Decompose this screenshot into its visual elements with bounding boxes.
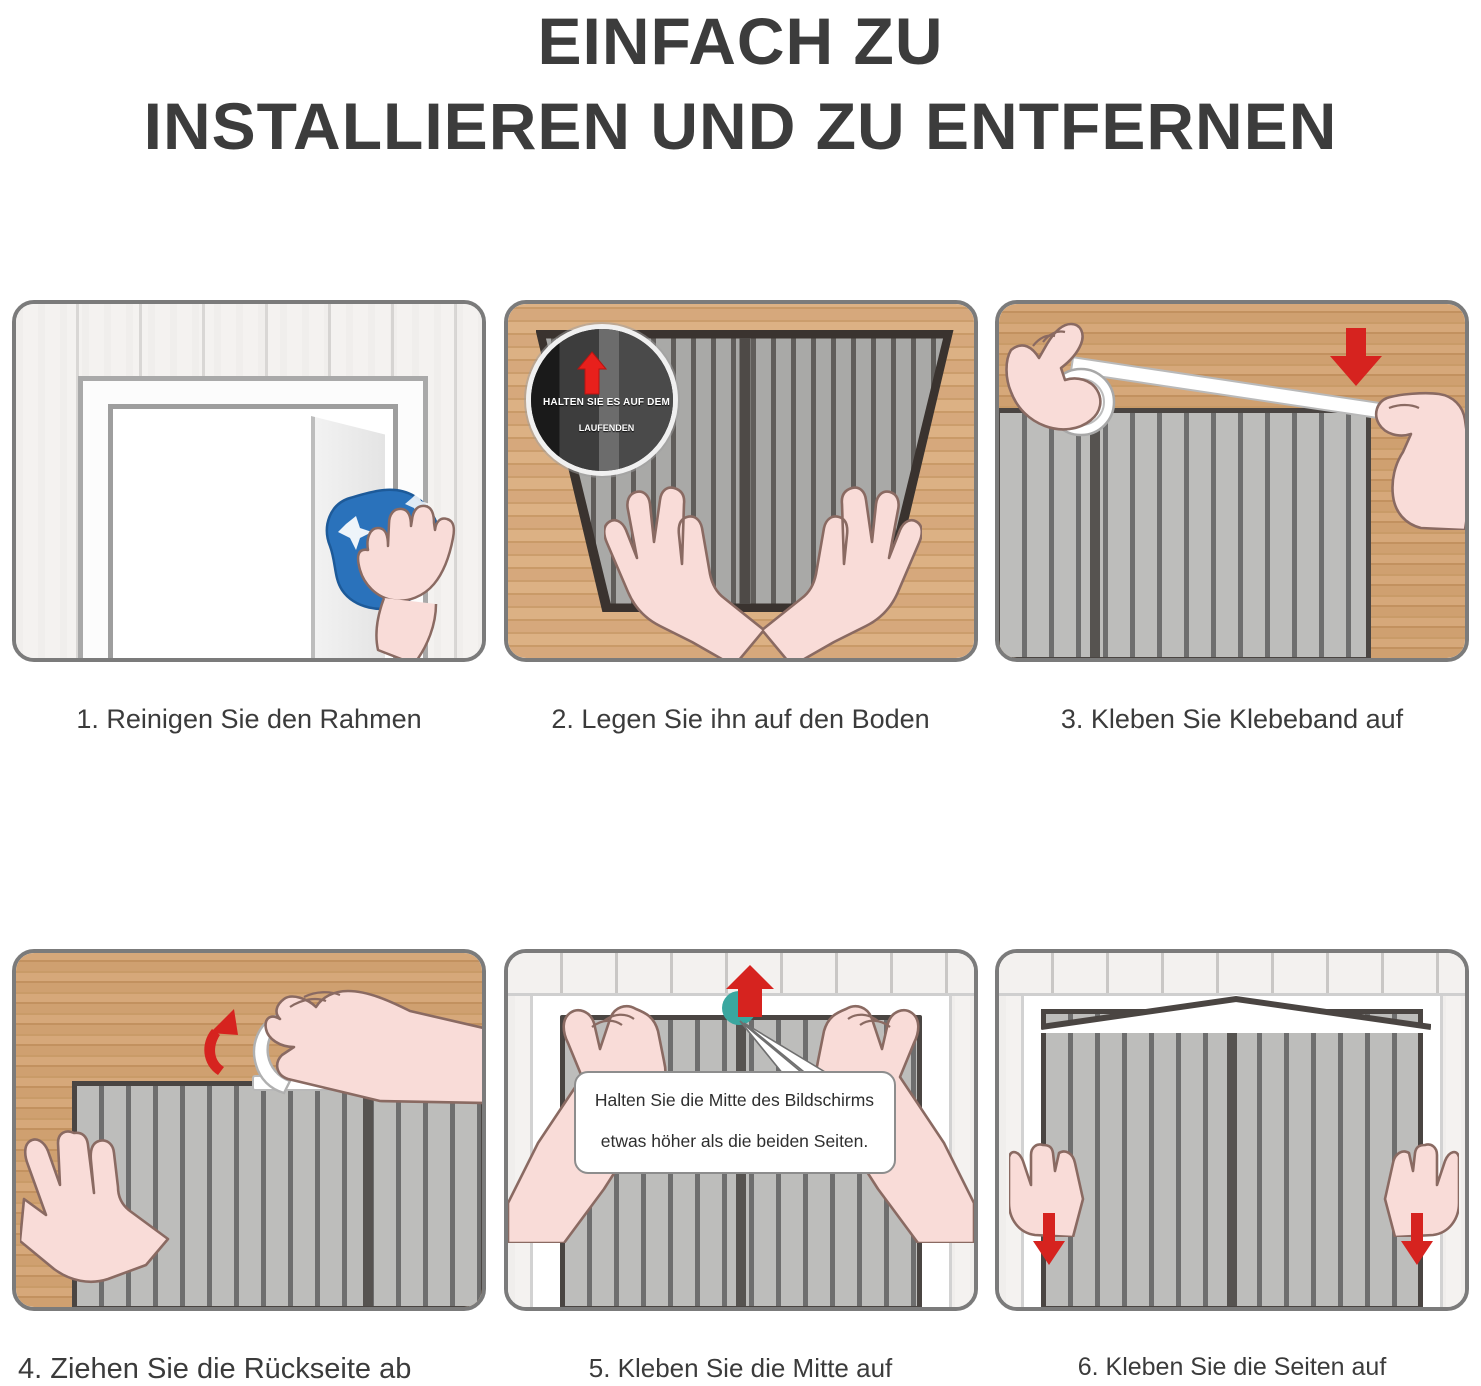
step-2: HALTEN SIE ES AUF DEM LAUFENDEN 2. Legen… [503,300,978,735]
step-1: 1. Reinigen Sie den Rahmen [12,300,486,735]
step-6-caption: 6. Kleben Sie die Seiten auf [1077,1353,1387,1381]
inset-text-line-2: LAUFENDEN [578,423,635,433]
red-down-arrow-icon [1330,328,1382,386]
step-5-illustration: Halten Sie die Mitte des Bildschirms etw… [503,949,978,1311]
screen-top-peak [1041,995,1431,1033]
red-up-arrow-icon [725,965,774,1017]
callout-line-1: Halten Sie die Mitte des Bildschirms [594,1090,875,1110]
screen-center-seam [1090,413,1101,657]
step-1-illustration [12,300,486,662]
screen-curtain [999,408,1371,658]
screen-curtain [1041,1009,1423,1307]
step-4: 4. Ziehen Sie die Rückseite ab [12,949,486,1386]
screen-center-seam [1227,1014,1237,1306]
title-line-1: EINFACH ZU [537,4,944,78]
red-down-arrow-icon [1401,1213,1433,1265]
inset-text-line-1: HALTEN SIE ES AUF DEM [543,397,670,408]
step-3-illustration [995,300,1469,662]
step-3-caption: 3. Kleben Sie Klebeband auf [1060,704,1404,734]
step-6-illustration [995,949,1469,1311]
hand-icon [1383,1143,1459,1237]
red-up-arrow-icon [576,351,607,395]
red-down-arrow-icon [1033,1213,1065,1265]
wall-planks-top-strip [999,953,1465,996]
screen-center-seam [739,338,750,604]
step-1-caption: 1. Reinigen Sie den Rahmen [76,704,422,734]
step-5: Halten Sie die Mitte des Bildschirms etw… [503,949,978,1386]
screen-curtain [72,1081,482,1307]
blue-cloth-icon [325,488,456,658]
hand-icon [20,1130,170,1283]
steps-grid: 1. Reinigen Sie den Rahmen HALTEN SIE ES… [0,300,1481,1386]
tape-liner-curl [252,1013,292,1095]
magnifier-inset-icon: HALTEN SIE ES AUF DEM LAUFENDEN [525,324,678,476]
step-5-caption: 5. Kleben Sie die Mitte auf [588,1353,893,1383]
hand-icon [761,486,922,658]
step-6: 6. Kleben Sie die Seiten auf [995,949,1469,1386]
hand-icon [1009,1143,1085,1237]
steps-row-1: 1. Reinigen Sie den Rahmen HALTEN SIE ES… [0,300,1481,735]
hand-icon [603,486,764,658]
step-2-illustration: HALTEN SIE ES AUF DEM LAUFENDEN [503,300,978,662]
callout-line-2: etwas höher als die beiden Seiten. [600,1131,869,1152]
title-line-2: INSTALLIEREN UND ZU ENTFERNEN [143,89,1338,164]
callout-box: Halten Sie die Mitte des Bildschirms etw… [573,1071,896,1174]
screen-center-seam [362,1086,373,1306]
inset-photo [530,329,673,471]
hand-icon [1005,322,1102,431]
page-title: EINFACH ZU INSTALLIEREN UND ZU ENTFERNEN [0,0,1481,163]
step-2-caption: 2. Legen Sie ihn auf den Boden [551,704,930,734]
step-3: 3. Kleben Sie Klebeband auf [995,300,1469,735]
step-4-illustration [12,949,486,1311]
red-curved-arrow-icon [204,1009,238,1075]
step-4-caption: 4. Ziehen Sie die Rückseite ab [18,1353,412,1385]
hand-icon [1374,391,1465,530]
steps-row-2: 4. Ziehen Sie die Rückseite ab [0,949,1481,1386]
hand-icon [264,989,482,1105]
